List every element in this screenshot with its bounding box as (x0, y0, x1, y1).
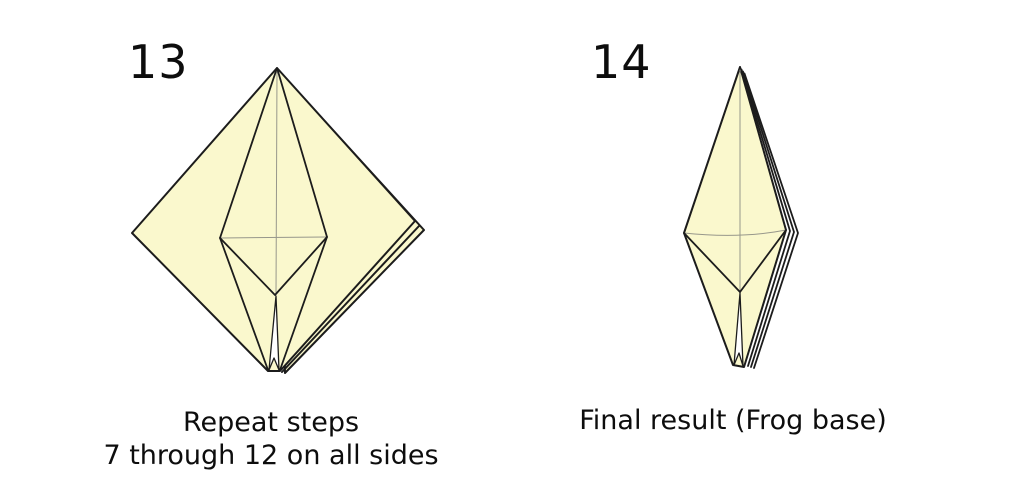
layer-edge-2 (742, 70, 795, 368)
center-gap (268, 295, 280, 371)
horizontal-crease (683, 229, 787, 236)
vertical-center-crease (275, 71, 278, 295)
right-flap-edge (739, 229, 787, 293)
right-flap-edge (279, 236, 328, 371)
step-14-number: 14 (591, 35, 652, 89)
frog-base-outline (683, 66, 787, 368)
left-flap-edge (219, 237, 269, 371)
step-13-figure (131, 67, 425, 374)
step-13-number: 13 (128, 35, 189, 89)
step-14-figure (683, 66, 799, 369)
step-14-caption: Final result (Frog base) (533, 404, 933, 437)
step-13-caption: Repeat steps 7 through 12 on all sides (56, 406, 486, 472)
inner-kite-fold (219, 67, 328, 296)
middle-layer-edge (281, 225, 420, 373)
layer-edge-1 (740, 68, 791, 367)
outer-diamond (131, 67, 416, 372)
horizontal-crease (220, 236, 327, 239)
step-14-caption-line1: Final result (Frog base) (579, 405, 887, 436)
step-13-caption-line2: 7 through 12 on all sides (103, 440, 439, 471)
step-13-caption-line1: Repeat steps (182, 407, 360, 438)
layer-edge-3 (743, 72, 799, 369)
left-flap-edge (683, 232, 741, 293)
center-gap (733, 292, 744, 367)
